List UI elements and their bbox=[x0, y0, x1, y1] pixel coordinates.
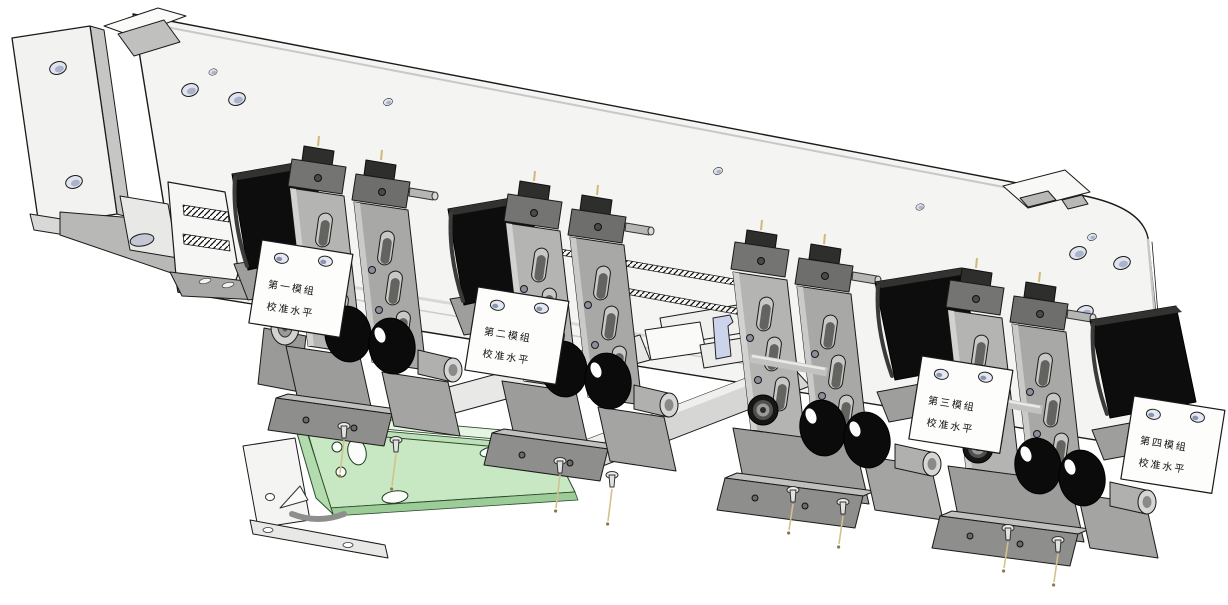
station-1-label-plaque: 第一模组 校准水平 bbox=[248, 239, 354, 338]
top-left-clamp bbox=[103, 7, 187, 57]
top-right-tab bbox=[1002, 169, 1091, 210]
station-3-label-plaque: 第三模组 校准水平 bbox=[908, 355, 1014, 454]
station-2-label-plaque: 第二模组 校准水平 bbox=[464, 286, 570, 385]
station-4-label-plaque: 第四模组 校准水平 bbox=[1120, 395, 1226, 494]
funnel-cone bbox=[279, 485, 309, 509]
gray-arc bbox=[289, 511, 347, 522]
left-mount-bracket bbox=[11, 25, 132, 239]
corner-bracket bbox=[242, 437, 389, 559]
rail-end bbox=[59, 181, 239, 293]
rail-groove bbox=[182, 204, 231, 252]
carriage-lavender-block bbox=[712, 314, 734, 360]
